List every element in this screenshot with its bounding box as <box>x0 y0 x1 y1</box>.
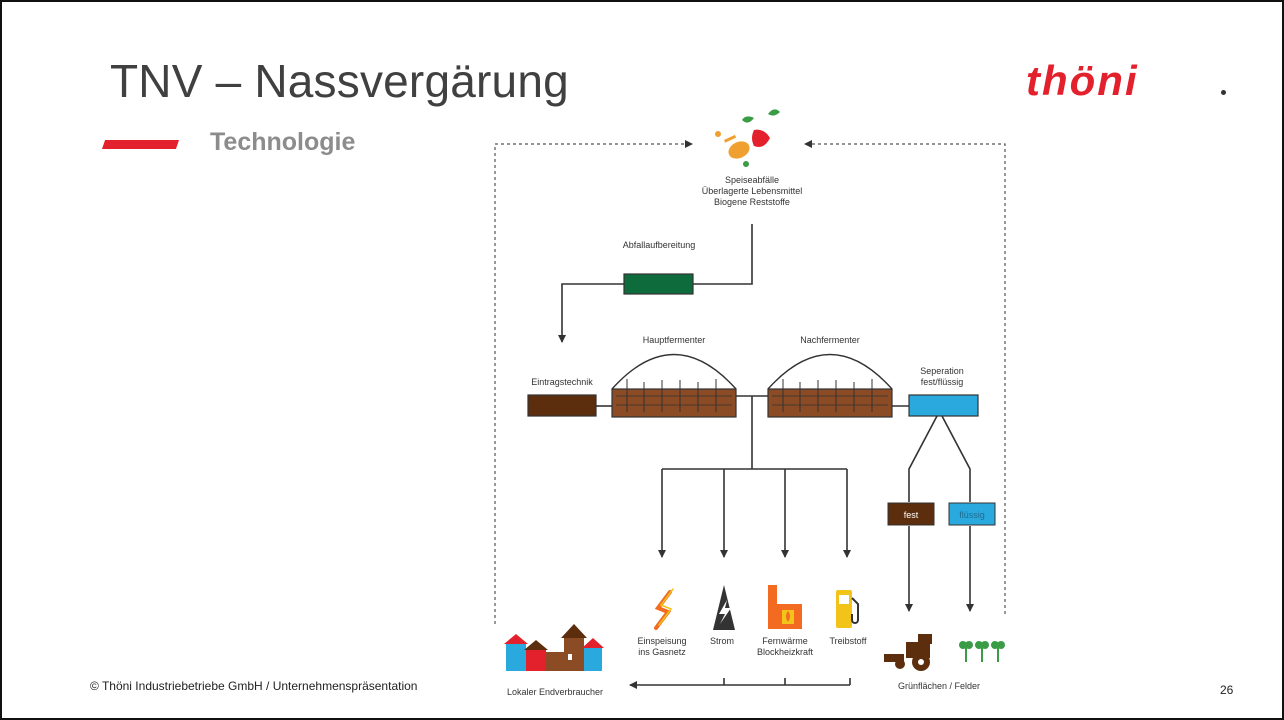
nachfermenter-tank <box>767 354 893 418</box>
gas-pipe-icon <box>654 588 674 630</box>
gruenflaechen-label: Grünflächen / Felder <box>898 681 980 691</box>
tractor-icon <box>884 634 932 671</box>
hauptfermenter-tank <box>611 354 737 418</box>
fest-label: fest <box>904 510 919 520</box>
power-pylon-icon <box>713 585 735 630</box>
einspeisung-label-2: ins Gasnetz <box>638 647 686 657</box>
input-line-2: Überlagerte Lebensmittel <box>702 186 803 196</box>
strom-label: Strom <box>710 636 734 646</box>
logo-registered-dot <box>1221 90 1226 95</box>
slide-title: TNV – Nassvergärung <box>110 55 569 107</box>
dashed-loop <box>494 140 1006 624</box>
heating-plant-icon <box>768 585 802 629</box>
eintragstechnik-box <box>527 394 597 417</box>
endverbraucher-label: Lokaler Endverbraucher <box>507 687 603 697</box>
eintragstechnik-label: Eintragstechnik <box>531 377 593 387</box>
village-icon <box>504 624 604 671</box>
treibstoff-label: Treibstoff <box>829 636 867 646</box>
separation-box <box>908 394 979 417</box>
abfallaufbereitung-box <box>623 273 694 295</box>
plants-icon <box>959 641 1005 662</box>
fluessig-box <box>948 502 996 526</box>
hauptfermenter-label: Hauptfermenter <box>643 335 706 345</box>
fest-box <box>887 502 935 526</box>
slide-subtitle: Technologie <box>210 128 356 156</box>
abfallaufbereitung-label: Abfallaufbereitung <box>623 240 696 250</box>
fluessig-label: flüssig <box>959 510 985 520</box>
footer-copyright: © Thöni Industriebetriebe GmbH / Unterne… <box>90 679 418 693</box>
separation-label-2: fest/flüssig <box>921 377 964 387</box>
input-line-3: Biogene Reststoffe <box>714 197 790 207</box>
fernwaerme-label-1: Fernwärme <box>762 636 808 646</box>
page-number: 26 <box>1220 683 1234 697</box>
fuel-pump-icon <box>836 590 859 628</box>
separation-label-1: Seperation <box>920 366 964 376</box>
food-waste-icon <box>715 109 780 167</box>
einspeisung-label-1: Einspeisung <box>637 636 686 646</box>
company-logo: thöni <box>1026 57 1139 104</box>
accent-bar <box>102 140 179 149</box>
nachfermenter-label: Nachfermenter <box>800 335 860 345</box>
input-line-1: Speiseabfälle <box>725 175 779 185</box>
fernwaerme-label-2: Blockheizkraft <box>757 647 814 657</box>
flow-lines <box>558 224 974 689</box>
